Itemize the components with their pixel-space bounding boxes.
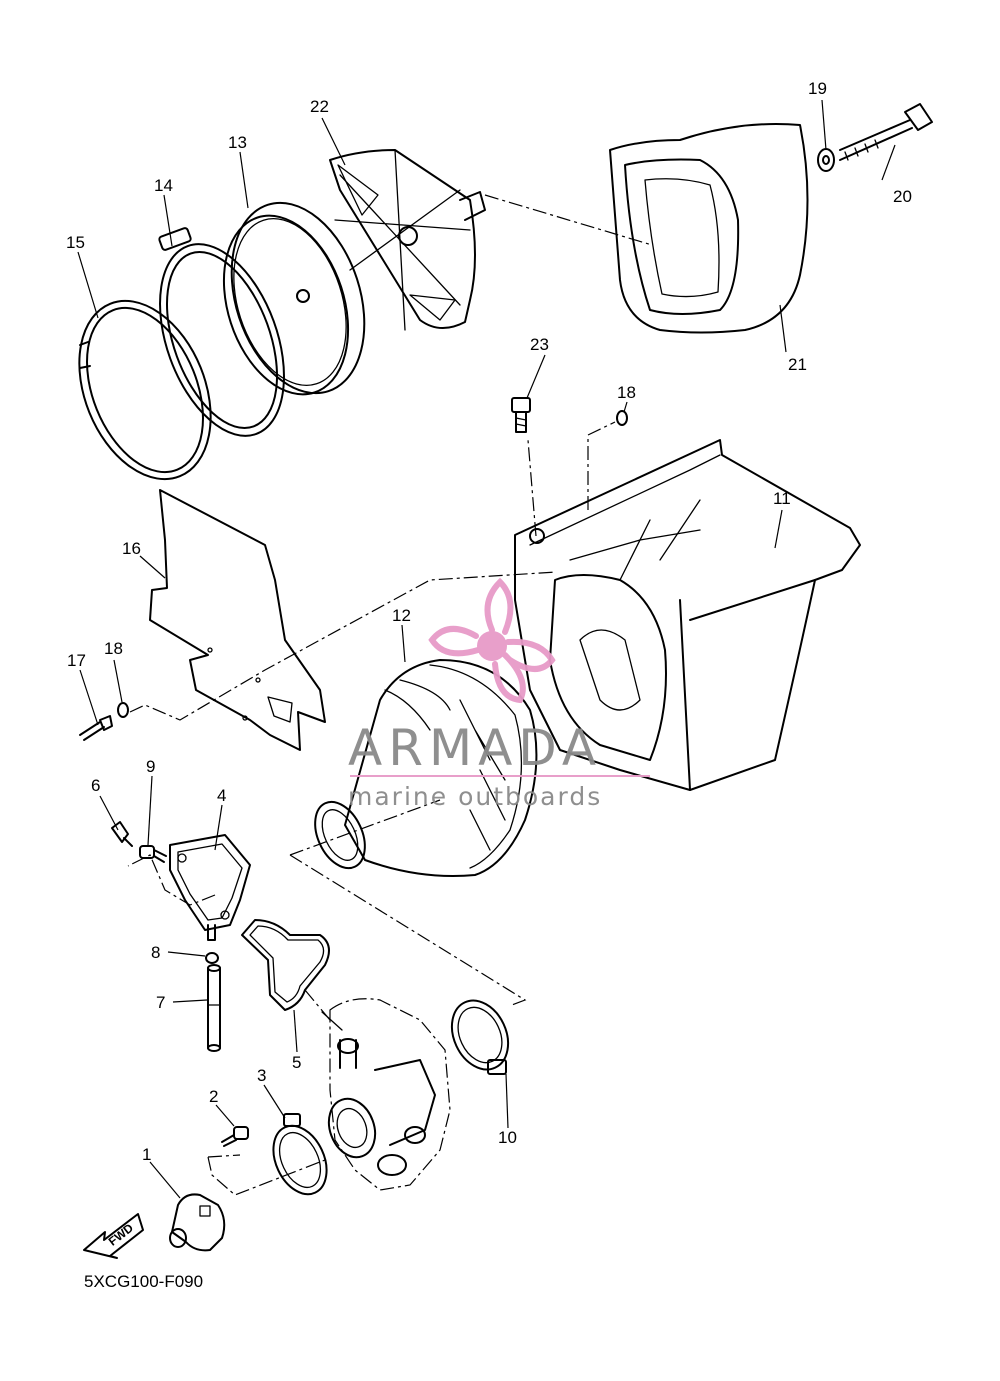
callout-23: 23 xyxy=(530,335,549,354)
part-1-joint xyxy=(169,1193,226,1252)
part-6-screw xyxy=(111,821,133,847)
part-12-air-boot xyxy=(314,659,538,877)
callout-20: 19 xyxy=(808,79,827,98)
part-11-air-box xyxy=(514,439,861,791)
callout-3: 3 xyxy=(257,1066,266,1085)
callout-15: 15 xyxy=(66,233,85,252)
part-9-bolt xyxy=(139,845,167,863)
callout-7: 7 xyxy=(156,993,165,1012)
propeller-logo-icon xyxy=(428,577,556,704)
callout-8: 8 xyxy=(151,943,160,962)
carburetor xyxy=(321,998,451,1191)
watermark: ARMADA marine outboards xyxy=(348,577,650,811)
callout-numbers: 19 20 22 13 14 15 23 18 11 21 12 16 17 1… xyxy=(66,79,912,1164)
part-18-washer-top xyxy=(616,410,628,426)
part-5-gasket xyxy=(241,919,330,1011)
callout-5: 5 xyxy=(292,1053,301,1072)
part-3-clamp xyxy=(272,1113,328,1196)
connector-lines xyxy=(127,194,653,1196)
watermark-tagline: marine outboards xyxy=(348,782,602,811)
part-4-valve-cover xyxy=(169,834,251,941)
callout-21: 20 xyxy=(893,187,912,206)
callout-2: 2 xyxy=(209,1087,218,1106)
callout-13: 13 xyxy=(228,133,247,152)
callout-11: 11 xyxy=(773,489,791,508)
callout-10: 10 xyxy=(498,1128,517,1147)
part-14-band xyxy=(158,227,285,437)
part-16-plate xyxy=(149,489,326,751)
part-21-wing-bolt xyxy=(839,103,933,161)
part-22-filter-guide xyxy=(329,149,486,331)
callout-14: 14 xyxy=(154,176,173,195)
part-17-rivet xyxy=(79,715,113,741)
part-23-bolt xyxy=(511,397,531,433)
fwd-arrow-icon: FWD xyxy=(83,1213,144,1259)
callout-6: 6 xyxy=(91,776,100,795)
part-7-hose xyxy=(207,964,221,1052)
callout-18-top: 18 xyxy=(617,383,636,402)
callout-16: 16 xyxy=(122,539,141,558)
part-8-clip xyxy=(205,952,219,964)
callout-22: 22 xyxy=(310,97,329,116)
callout-4: 4 xyxy=(217,786,226,805)
callout-12: 12 xyxy=(392,606,411,625)
watermark-brand: ARMADA xyxy=(348,719,602,777)
part-2-screw xyxy=(221,1126,249,1147)
part-15-ring xyxy=(78,299,212,481)
part-18-washer-left xyxy=(117,702,129,718)
drawing-code: 5XCG100-F090 xyxy=(84,1272,203,1291)
callout-17: 17 xyxy=(67,651,86,670)
fwd-label: FWD xyxy=(106,1221,136,1249)
part-13-filter xyxy=(222,201,366,396)
callout-1: 1 xyxy=(142,1145,151,1164)
part-10-clamp xyxy=(450,999,510,1075)
leader-lines xyxy=(77,99,896,1199)
part-19-filter-foam xyxy=(609,123,809,334)
callout-18-left: 18 xyxy=(104,639,123,658)
callout-9: 9 xyxy=(146,757,155,776)
callout-19: 21 xyxy=(788,355,807,374)
part-20-washer xyxy=(817,148,835,172)
